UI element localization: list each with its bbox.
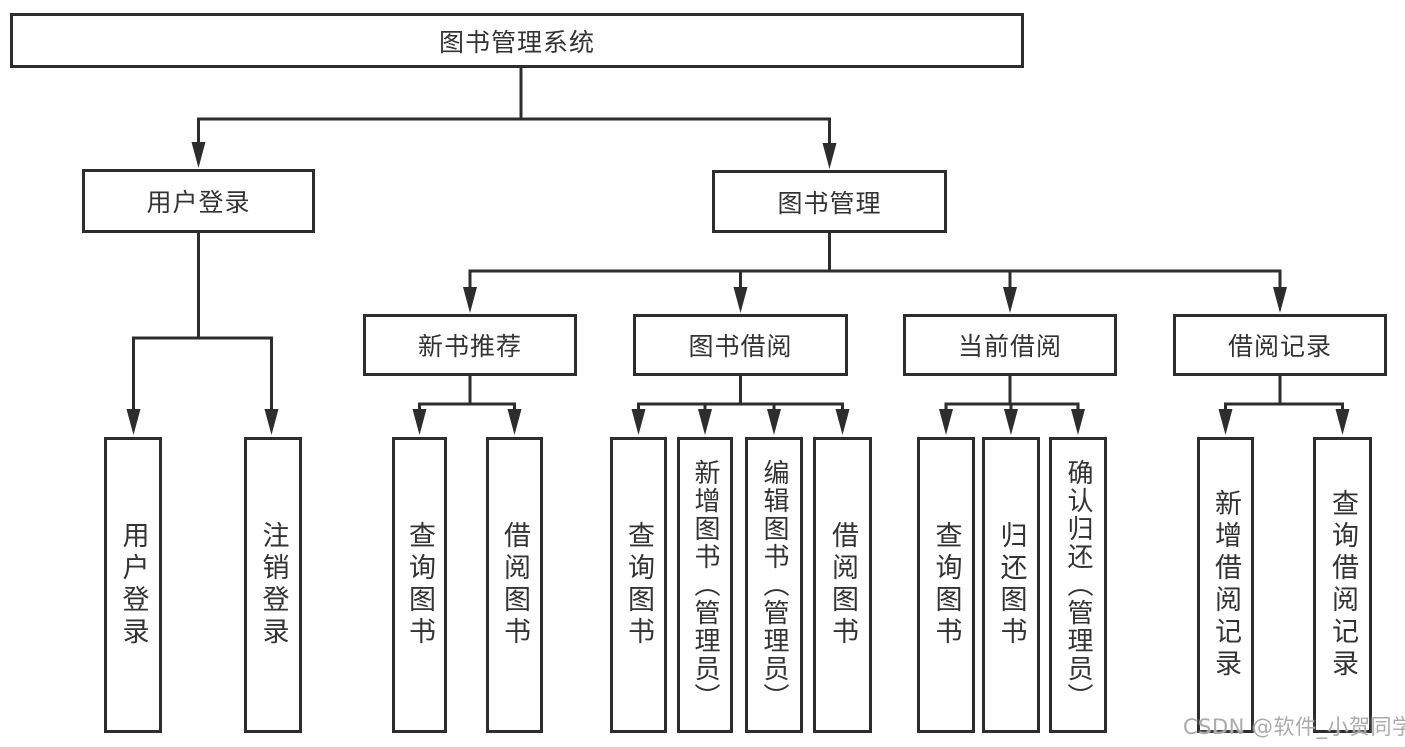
node-borrow-records-label: 借阅记录	[1227, 332, 1332, 361]
node-book-mgmt-label: 图书管理	[777, 188, 882, 218]
node-leaf-nb-borrow-label: 借阅图书	[499, 521, 530, 649]
node-leaf-user-login-label: 用户登录	[117, 521, 149, 649]
node-leaf-nb-query-label: 查询图书	[404, 521, 435, 649]
node-leaf-cb-confirm: 确认归还（管理员）	[1049, 437, 1107, 733]
node-current-borrow: 当前借阅	[903, 314, 1117, 376]
node-leaf-bb-add-label: 新增图书（管理员）	[690, 459, 720, 711]
node-leaf-br-query-label: 查询借阅记录	[1327, 489, 1358, 681]
watermark: CSDN @软件_小贺同学	[1183, 711, 1405, 741]
node-leaf-bb-edit: 编辑图书（管理员）	[745, 437, 803, 733]
node-leaf-bb-query-label: 查询图书	[623, 521, 654, 649]
node-leaf-br-query: 查询借阅记录	[1313, 437, 1372, 733]
node-root: 图书管理系统	[10, 13, 1024, 68]
watermark-text: CSDN @软件_小贺同学	[1183, 715, 1405, 739]
node-leaf-cb-query-label: 查询图书	[930, 521, 962, 649]
node-book-mgmt: 图书管理	[712, 170, 947, 233]
node-leaf-bb-query: 查询图书	[610, 437, 667, 733]
edge-borrow-records-children	[1218, 376, 1350, 435]
node-book-borrow-label: 图书借阅	[688, 332, 793, 361]
node-leaf-cb-return-label: 归还图书	[995, 521, 1027, 649]
edge-current-borrow-children	[939, 376, 1085, 435]
edge-book-borrow-children	[631, 376, 850, 435]
node-borrow-records: 借阅记录	[1173, 314, 1387, 376]
node-leaf-nb-borrow: 借阅图书	[486, 437, 543, 733]
node-leaf-bb-borrow-label: 借阅图书	[827, 521, 858, 649]
edge-root-to-level2	[191, 67, 837, 169]
node-book-borrow: 图书借阅	[633, 314, 848, 376]
edge-user-login-children	[126, 233, 279, 435]
node-new-book-rec: 新书推荐	[363, 314, 577, 376]
node-leaf-logout: 注销登录	[244, 437, 302, 733]
node-leaf-bb-borrow: 借阅图书	[813, 437, 872, 733]
node-leaf-br-add: 新增借阅记录	[1197, 437, 1254, 733]
node-leaf-user-login: 用户登录	[104, 437, 162, 733]
node-leaf-bb-edit-label: 编辑图书（管理员）	[759, 459, 789, 711]
node-leaf-cb-query: 查询图书	[917, 437, 975, 733]
node-leaf-br-add-label: 新增借阅记录	[1210, 489, 1241, 681]
node-leaf-nb-query: 查询图书	[392, 437, 447, 733]
node-root-label: 图书管理系统	[438, 27, 595, 57]
node-leaf-cb-return: 归还图书	[982, 437, 1040, 733]
edge-new-book-rec-children	[412, 376, 522, 435]
node-leaf-bb-add: 新增图书（管理员）	[677, 437, 733, 733]
node-user-login: 用户登录	[82, 169, 315, 233]
node-leaf-cb-confirm-label: 确认归还（管理员）	[1063, 459, 1093, 711]
node-current-borrow-label: 当前借阅	[957, 332, 1062, 361]
node-leaf-logout-label: 注销登录	[257, 521, 289, 649]
node-user-login-label: 用户登录	[146, 188, 251, 217]
node-new-book-rec-label: 新书推荐	[417, 332, 522, 361]
edge-book-mgmt-children	[463, 233, 1287, 313]
